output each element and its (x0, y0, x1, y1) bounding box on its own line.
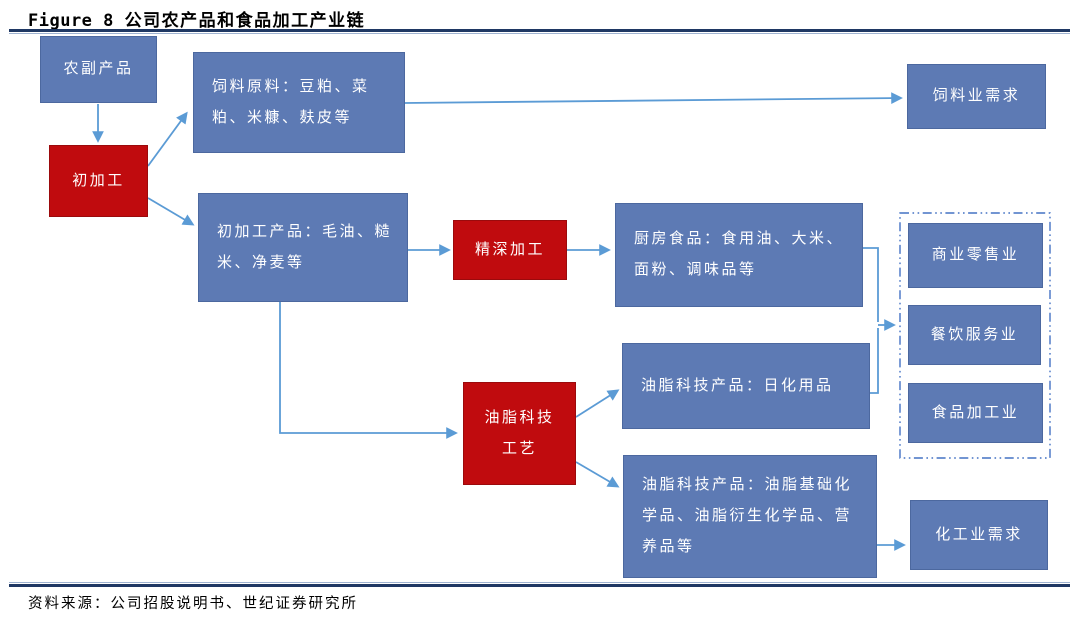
node-feed-materials: 饲料原料：豆粕、菜 粕、米糠、麸皮等 (193, 52, 405, 153)
footer-divider-thin (9, 582, 1070, 583)
node-deep-processing: 精深加工 (453, 220, 567, 280)
node-retail: 商业零售业 (908, 223, 1043, 288)
node-chemical-demand: 化工业需求 (910, 500, 1048, 570)
node-agri-byproducts: 农副产品 (40, 36, 157, 103)
title-divider-thick (9, 29, 1070, 32)
arrow-oleo-process-to-oleo-daily (575, 389, 620, 418)
node-agri-byproducts-label: 农副产品 (63, 61, 134, 77)
node-chemical-demand-label: 化工业需求 (935, 526, 1023, 543)
node-oleo-chemicals-line2: 学品、油脂衍生化学品、营 (642, 508, 853, 524)
node-oleo-process: 油脂科技 工艺 (463, 382, 576, 485)
node-catering-label: 餐饮服务业 (930, 326, 1019, 343)
node-oleo-chemicals: 油脂科技产品：油脂基础化 学品、油脂衍生化学品、营 养品等 (623, 455, 877, 578)
node-feed-demand: 饲料业需求 (907, 64, 1046, 129)
node-primary-processing: 初加工 (49, 145, 148, 217)
arrow-primary-to-feed-materials (147, 111, 188, 167)
node-food-industry-label: 食品加工业 (931, 404, 1020, 421)
node-kitchen-foods: 厨房食品：食用油、大米、 面粉、调味品等 (615, 203, 863, 307)
node-primary-products-line1: 初加工产品：毛油、糙 (217, 223, 393, 240)
node-oleo-daily: 油脂科技产品：日化用品 (622, 343, 870, 429)
node-oleo-process-line2: 工艺 (501, 440, 537, 457)
arrow-feed-materials-to-feed-demand (404, 92, 903, 104)
node-primary-processing-label: 初加工 (72, 172, 125, 189)
arrow-oleo-process-to-oleo-chemicals (575, 461, 620, 488)
node-oleo-process-line1: 油脂科技 (484, 409, 555, 426)
figure-title-text: 公司农产品和食品加工产业链 (124, 11, 366, 30)
node-deep-processing-label: 精深加工 (474, 241, 545, 258)
figure-title: Figure 8 公司农产品和食品加工产业链 (28, 6, 365, 31)
node-kitchen-foods-line2: 面粉、调味品等 (634, 262, 757, 278)
node-feed-materials-line1: 饲料原料：豆粕、菜 (212, 78, 370, 95)
node-catering: 餐饮服务业 (908, 305, 1041, 365)
arrow-primary-to-primary-products (147, 197, 195, 226)
source-note: 资料来源：公司招股说明书、世纪证券研究所 (28, 596, 358, 612)
node-feed-materials-line2: 粕、米糠、麸皮等 (212, 109, 353, 126)
title-divider-thin (9, 33, 1070, 34)
node-oleo-chemicals-line3: 养品等 (642, 539, 695, 555)
node-primary-products-line2: 米、净麦等 (217, 254, 305, 271)
footer-divider-thick (9, 584, 1070, 587)
node-oleo-chemicals-line1: 油脂科技产品：油脂基础化 (642, 477, 853, 493)
figure-number-label: Figure 8 (28, 11, 114, 31)
connector-kitchen-foods-to-merge (863, 247, 879, 322)
node-food-industry: 食品加工业 (908, 383, 1043, 443)
node-feed-demand-label: 饲料业需求 (932, 88, 1021, 104)
arrow-primary-products-to-oleo-process (279, 302, 458, 439)
node-oleo-daily-label: 油脂科技产品：日化用品 (641, 377, 834, 394)
node-primary-products: 初加工产品：毛油、糙 米、净麦等 (198, 193, 408, 302)
node-kitchen-foods-line1: 厨房食品：食用油、大米、 (634, 231, 845, 247)
node-retail-label: 商业零售业 (931, 247, 1020, 263)
